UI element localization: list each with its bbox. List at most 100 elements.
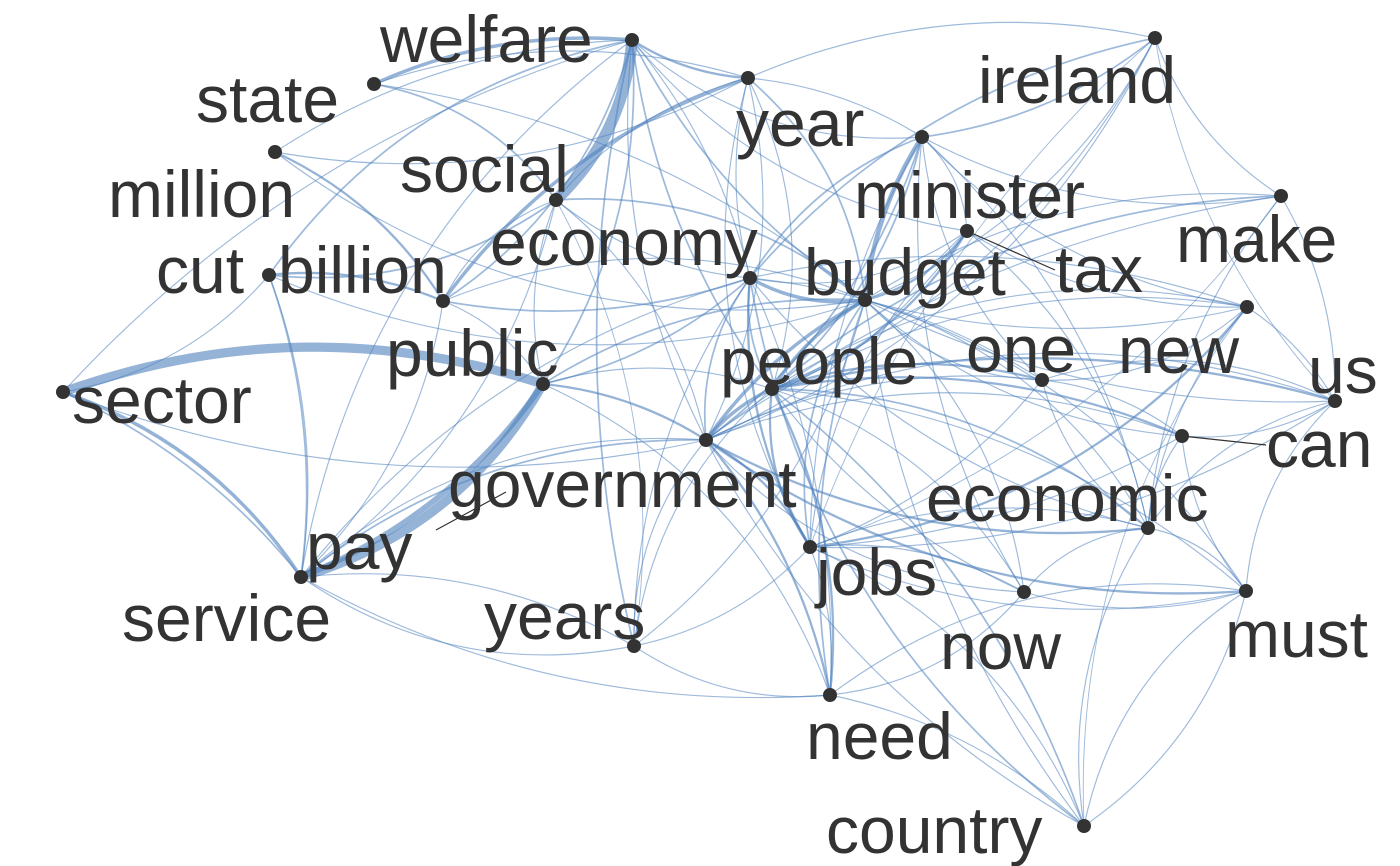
edge-minister-economy [749,136,923,279]
node-jobs[interactable] [803,540,817,554]
edge-welfare-government [627,39,707,441]
edge-budget-country [864,299,1085,827]
node-billion[interactable] [436,294,450,308]
edge-pay-billion [300,300,444,578]
edge-make-economic [1147,195,1282,529]
node-cut[interactable] [262,268,276,282]
edge-jobs-must [809,546,1247,610]
edge-tax-jobs [809,230,968,548]
edge-state-budget [373,83,866,301]
node-label-need: need [806,699,953,773]
edge-people-years [633,388,773,647]
node-label-tax: tax [1055,232,1143,306]
edge-us-government [705,352,1336,441]
edge-country-people [771,388,1085,827]
edge-million-year [274,77,749,165]
edge-public-welfare [542,39,635,385]
edge-need-country [829,694,1085,827]
node-people[interactable] [765,382,779,396]
edge-country-must [1083,590,1247,827]
edge-budget-need [817,299,866,696]
edge-budget-can [864,299,1183,437]
nodes-layer [56,31,1342,833]
node-label-million: million [108,157,295,231]
node-label-make: make [1176,202,1337,276]
edge-public-people [542,367,773,390]
leader-line-tax [966,230,1056,271]
node-tax[interactable] [960,224,974,238]
node-need[interactable] [823,688,837,702]
node-label-minister: minister [854,158,1085,232]
edge-jobs-country [809,546,1085,827]
node-year[interactable] [741,71,755,85]
node-social[interactable] [549,193,563,207]
edge-economy-budget [748,276,867,304]
node-public[interactable] [536,377,550,391]
edge-economy-new [749,255,1248,308]
node-budget[interactable] [858,293,872,307]
node-government[interactable] [699,433,713,447]
node-label-year: year [736,86,864,160]
edge-budget-must [864,299,1247,592]
node-economic[interactable] [1141,521,1155,535]
edge-can-people [770,376,1184,438]
node-million[interactable] [268,145,282,159]
edge-need-public [542,383,831,696]
node-label-pay: pay [306,509,412,583]
node-ireland[interactable] [1148,31,1162,45]
edge-economy-economic [749,277,1149,529]
node-label-state: state [196,62,339,136]
edge-service-years [300,576,635,656]
edge-million-welfare [274,39,633,153]
edge-tax-economic [966,230,1149,529]
node-label-ireland: ireland [978,43,1176,117]
edge-service-need [300,576,831,699]
edge-make-budget [864,192,1282,301]
edge-budget-jobs [803,299,866,548]
edge-social-economy [555,199,751,279]
node-one[interactable] [1035,373,1049,387]
node-label-can: can [1266,407,1372,481]
node-minister[interactable] [915,130,929,144]
edge-sector-pay [62,391,302,578]
edge-public-sector [58,342,548,397]
node-new[interactable] [1240,300,1254,314]
node-label-us: us [1308,333,1378,407]
node-label-economic: economic [926,461,1208,535]
node-pay[interactable] [294,570,308,584]
edge-people-must [771,388,1247,592]
node-label-one: one [966,312,1076,386]
edge-ireland-minister [921,37,1156,138]
edge-government-now [705,439,1025,593]
edge-jobs-years [633,546,811,647]
edge-sector-government [62,391,707,468]
edge-economy-people [747,277,773,390]
edge-welfare-year [630,38,750,80]
node-must[interactable] [1239,584,1253,598]
node-sector[interactable] [56,385,70,399]
node-economy[interactable] [743,271,757,285]
edge-welfare-state [372,36,634,86]
edge-budget-minister [862,134,925,303]
edge-jobs-now [809,544,1025,593]
edge-us-economic [1147,400,1336,529]
node-now[interactable] [1017,585,1031,599]
edge-one-jobs [809,379,1043,548]
edge-public-government [541,382,708,442]
edge-cut-pay [268,274,308,578]
node-make[interactable] [1274,189,1288,203]
node-years[interactable] [627,639,641,653]
edge-can-economic [1147,435,1183,529]
edge-year-budget [747,77,866,301]
edge-budget-new [864,299,1248,330]
edge-us-must [1245,400,1336,592]
node-state[interactable] [367,77,381,91]
node-country[interactable] [1077,819,1091,833]
edge-ireland-us [1154,37,1336,402]
node-welfare[interactable] [625,33,639,47]
edge-billion-public [442,300,544,385]
edge-years-social [555,199,644,647]
node-can[interactable] [1175,429,1189,443]
node-us[interactable] [1328,394,1342,408]
